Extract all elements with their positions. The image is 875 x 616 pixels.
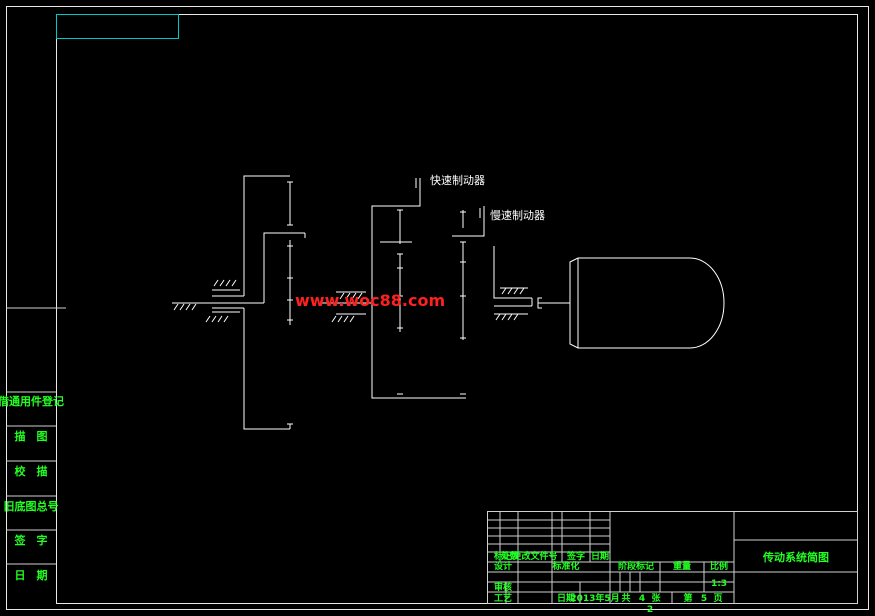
tb-approval: 日期 [557,592,575,604]
planetary-carrier [371,178,485,399]
motor [569,257,725,349]
tb-sheet-word: 张 [651,592,661,604]
tb-sheet-no-word: 第 [683,592,692,604]
tb-header-mark: 标记 [493,550,512,562]
side-label-check-trace: 校 描 [15,464,48,478]
tb-header-date: 日期 [591,550,609,562]
tb-sheet-no: 5 [701,594,707,604]
tb-page-word: 页 [713,593,722,604]
side-table: 借通用件登记 描 图 校 描 旧底图总号 签 字 日 期 [0,307,66,582]
tb-scale: 比例 [710,560,728,572]
side-label-trace: 描 图 [15,429,48,443]
fast-brake-label: 快速制动器 [430,174,485,187]
inner-frame [56,14,858,604]
title-block [487,511,858,604]
tb-footer-number: 2 [647,605,653,615]
tb-standardization: 标准化 [551,560,579,572]
tb-scale-value: 1:3 [711,579,727,589]
gear-stage-1 [243,175,306,430]
tb-total-count: 4 [639,594,645,604]
side-label-old-drawing: 旧底图总号 [4,499,59,513]
output-shaft [493,246,570,321]
tb-weight: 重量 [673,560,691,572]
tb-total-word: 共 [621,592,630,604]
tb-header-change-doc: 更改文件号 [512,550,557,562]
side-label-date: 日 期 [15,568,48,582]
tb-header-count: 处数 [500,550,520,562]
tb-header-sign: 签字 [566,550,585,562]
tb-date-value: 2013年5月 [570,592,619,604]
tb-stage-mark: 阶段标记 [618,560,654,572]
tb-checker: 审核 [494,581,512,593]
slow-brake-label: 慢速制动器 [490,209,545,222]
tb-process: 工艺 [494,592,512,604]
tb-designer: 设计 [494,560,512,572]
transmission-schematic [172,175,725,430]
side-label-sign: 签 字 [14,533,48,547]
watermark: www.woc88.com [295,291,445,310]
drawing-title: 传动系统简图 [762,550,829,564]
bearing-middle [320,291,372,323]
code-box [56,14,179,39]
side-label-borrow: 借通用件登记 [0,394,64,408]
bearing-left [172,279,240,323]
